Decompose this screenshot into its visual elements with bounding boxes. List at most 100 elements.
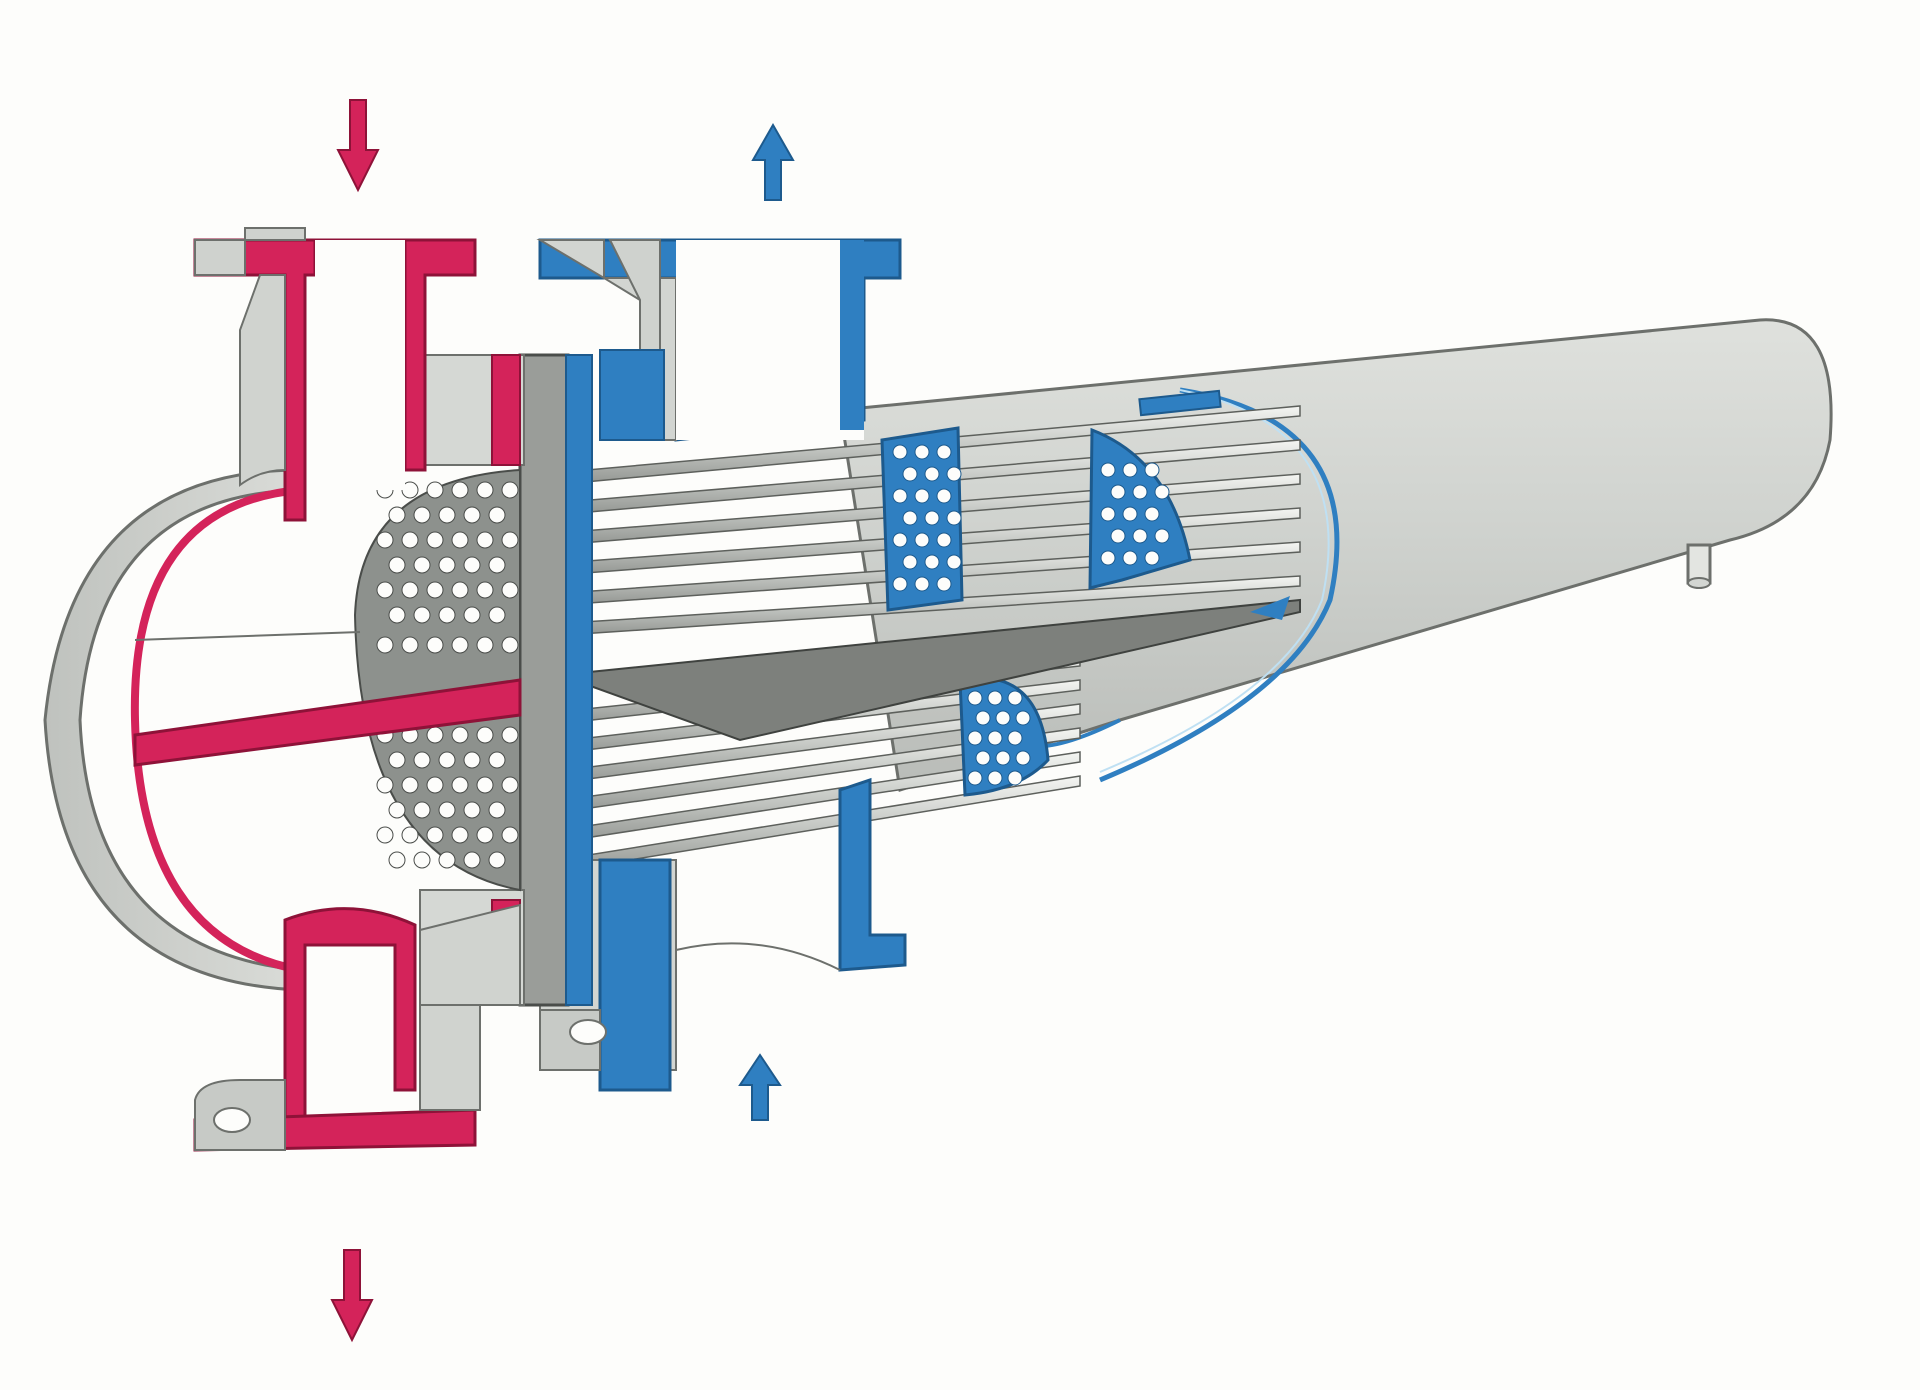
tubesheet-hole — [438, 851, 456, 869]
tubesheet-hole — [476, 581, 494, 599]
tubesheet-hole — [501, 636, 519, 654]
tubesheet-hole — [463, 606, 481, 624]
tubesheet-hole — [426, 726, 444, 744]
tubesheet-hole — [401, 531, 419, 549]
baffle-hole — [924, 510, 940, 526]
tubesheet-hole — [451, 726, 469, 744]
baffle-hole — [902, 466, 918, 482]
baffle-hole — [946, 466, 962, 482]
tubesheet-hole — [501, 531, 519, 549]
baffle-hole — [892, 532, 908, 548]
baffle-hole — [902, 510, 918, 526]
tubesheet-hole — [401, 776, 419, 794]
tubesheet-hole — [376, 826, 394, 844]
tubesheet-hole — [476, 776, 494, 794]
tubesheet-hole — [401, 636, 419, 654]
tubesheet-hole — [501, 481, 519, 499]
baffle-hole — [1015, 710, 1031, 726]
baffle-hole — [1110, 528, 1126, 544]
tube-outlet-arrow — [330, 1249, 374, 1343]
tubesheet-hole — [463, 506, 481, 524]
tubesheet-hole — [501, 826, 519, 844]
tubesheet-hole — [388, 851, 406, 869]
tubesheet-face — [353, 468, 521, 892]
baffle-hole — [995, 750, 1011, 766]
baffle-hole — [1122, 506, 1138, 522]
baffle-hole — [967, 770, 983, 786]
tubesheet-hole — [426, 636, 444, 654]
baffle-hole — [987, 770, 1003, 786]
baffle-hole — [1100, 550, 1116, 566]
pass-partition-plate — [133, 678, 522, 767]
shell-outlet-arrow — [751, 122, 795, 201]
tubesheet-hole — [488, 556, 506, 574]
baffle-hole — [946, 554, 962, 570]
tubesheet-hole — [476, 636, 494, 654]
baffle-hole — [924, 466, 940, 482]
tubesheet-hole — [426, 531, 444, 549]
baffle-hole — [987, 690, 1003, 706]
shell-inlet-arrow — [738, 1053, 782, 1121]
baffle-hole — [1122, 550, 1138, 566]
tubesheet-hole — [388, 801, 406, 819]
tubesheet-hole — [426, 581, 444, 599]
tubesheet-hole — [488, 506, 506, 524]
tubesheet-hole — [426, 776, 444, 794]
baffle-hole — [1144, 462, 1160, 478]
baffle-hole — [1144, 550, 1160, 566]
baffle-hole — [967, 690, 983, 706]
tubesheet-hole — [426, 826, 444, 844]
tubesheet-hole — [438, 506, 456, 524]
baffle-lower-1 — [958, 676, 1050, 797]
tubesheet-hole — [388, 606, 406, 624]
tubesheet-hole — [376, 776, 394, 794]
tubesheet-hole — [426, 481, 444, 499]
tube-side-inlet-nozzle — [193, 227, 477, 522]
baffle-hole — [892, 576, 908, 592]
baffle-hole — [1007, 690, 1023, 706]
tubesheet-hole — [438, 751, 456, 769]
tubesheet-hole — [463, 801, 481, 819]
baffle-hole — [936, 488, 952, 504]
tubesheet-hole — [438, 801, 456, 819]
tubesheet-hole — [388, 556, 406, 574]
baffle-hole — [1100, 462, 1116, 478]
baffle-hole — [975, 750, 991, 766]
tubesheet-hole — [476, 826, 494, 844]
baffle-hole — [892, 444, 908, 460]
baffle-hole — [1100, 506, 1116, 522]
tubesheet-hole — [376, 531, 394, 549]
tie-rods — [559, 389, 1301, 742]
baffle-upper-2 — [1088, 427, 1192, 590]
tubesheet-hole — [413, 606, 431, 624]
tube-side-outlet-nozzle — [193, 903, 521, 1152]
tubesheet-hole — [488, 606, 506, 624]
tubesheet-hole — [451, 776, 469, 794]
tubesheet-hole — [413, 751, 431, 769]
tubesheet-hole — [476, 481, 494, 499]
baffle-hole — [1154, 484, 1170, 500]
tubesheet-hole — [451, 826, 469, 844]
baffle-hole — [936, 576, 952, 592]
tubesheet-hole — [451, 581, 469, 599]
baffle-hole — [914, 576, 930, 592]
tubesheet-hole — [438, 606, 456, 624]
tubesheet-hole — [488, 751, 506, 769]
tubesheet-hole — [413, 851, 431, 869]
baffle-hole — [1154, 528, 1170, 544]
baffle-hole — [1110, 484, 1126, 500]
baffle-hole — [975, 710, 991, 726]
tubesheet-hole — [388, 751, 406, 769]
tubesheet-hole — [388, 506, 406, 524]
baffle-hole — [987, 730, 1003, 746]
tubesheet-hole — [413, 801, 431, 819]
tubesheet-hole — [413, 506, 431, 524]
tubesheet-hole — [476, 726, 494, 744]
tubesheet-hole — [451, 481, 469, 499]
tubesheet-hole — [451, 531, 469, 549]
baffle-hole — [914, 532, 930, 548]
tubesheet-hole — [438, 556, 456, 574]
tubesheet-hole — [501, 726, 519, 744]
shell-side-outlet-nozzle — [536, 238, 902, 442]
tubesheet-hole — [501, 776, 519, 794]
